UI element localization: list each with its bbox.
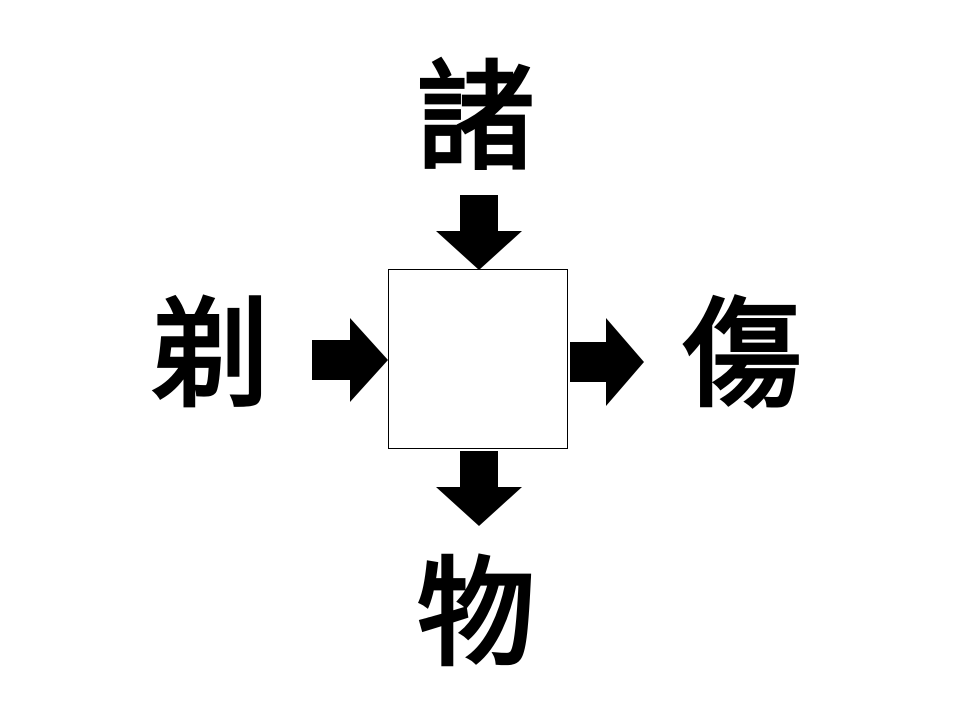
arrow-right-right-icon	[570, 318, 644, 406]
clue-kanji-bottom: 物	[416, 545, 535, 683]
clue-kanji-top: 諸	[416, 49, 535, 187]
arrow-down-bottom-icon	[436, 451, 522, 526]
arrow-right-left-icon	[312, 318, 388, 402]
clue-kanji-right: 傷	[682, 286, 801, 424]
arrow-down-top-icon	[436, 195, 522, 270]
clue-kanji-left: 剃	[150, 286, 269, 424]
answer-box[interactable]	[388, 269, 568, 449]
